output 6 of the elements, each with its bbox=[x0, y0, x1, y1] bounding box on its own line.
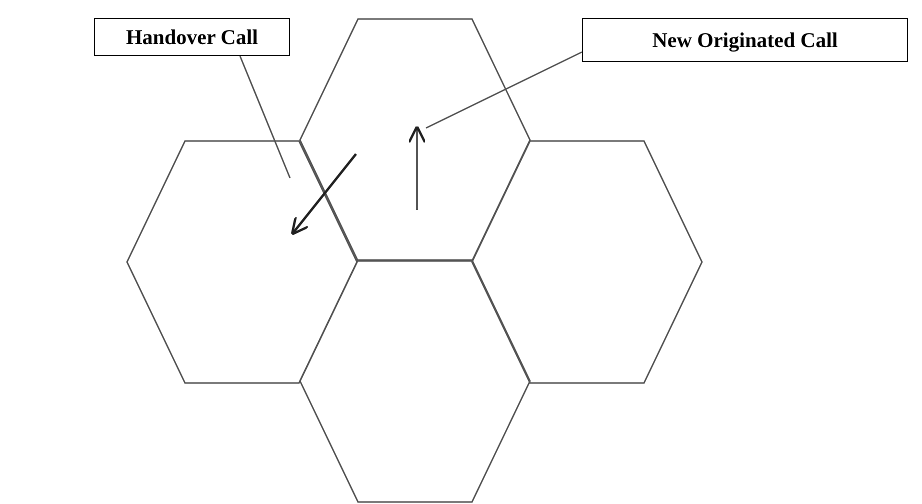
callout-label: New Originated Call bbox=[582, 18, 908, 62]
handover-arrow bbox=[290, 152, 358, 236]
upward-arrow bbox=[408, 126, 426, 212]
leader-line bbox=[239, 56, 291, 178]
leader-line bbox=[426, 51, 582, 129]
callout-label: Handover Call bbox=[94, 18, 290, 56]
